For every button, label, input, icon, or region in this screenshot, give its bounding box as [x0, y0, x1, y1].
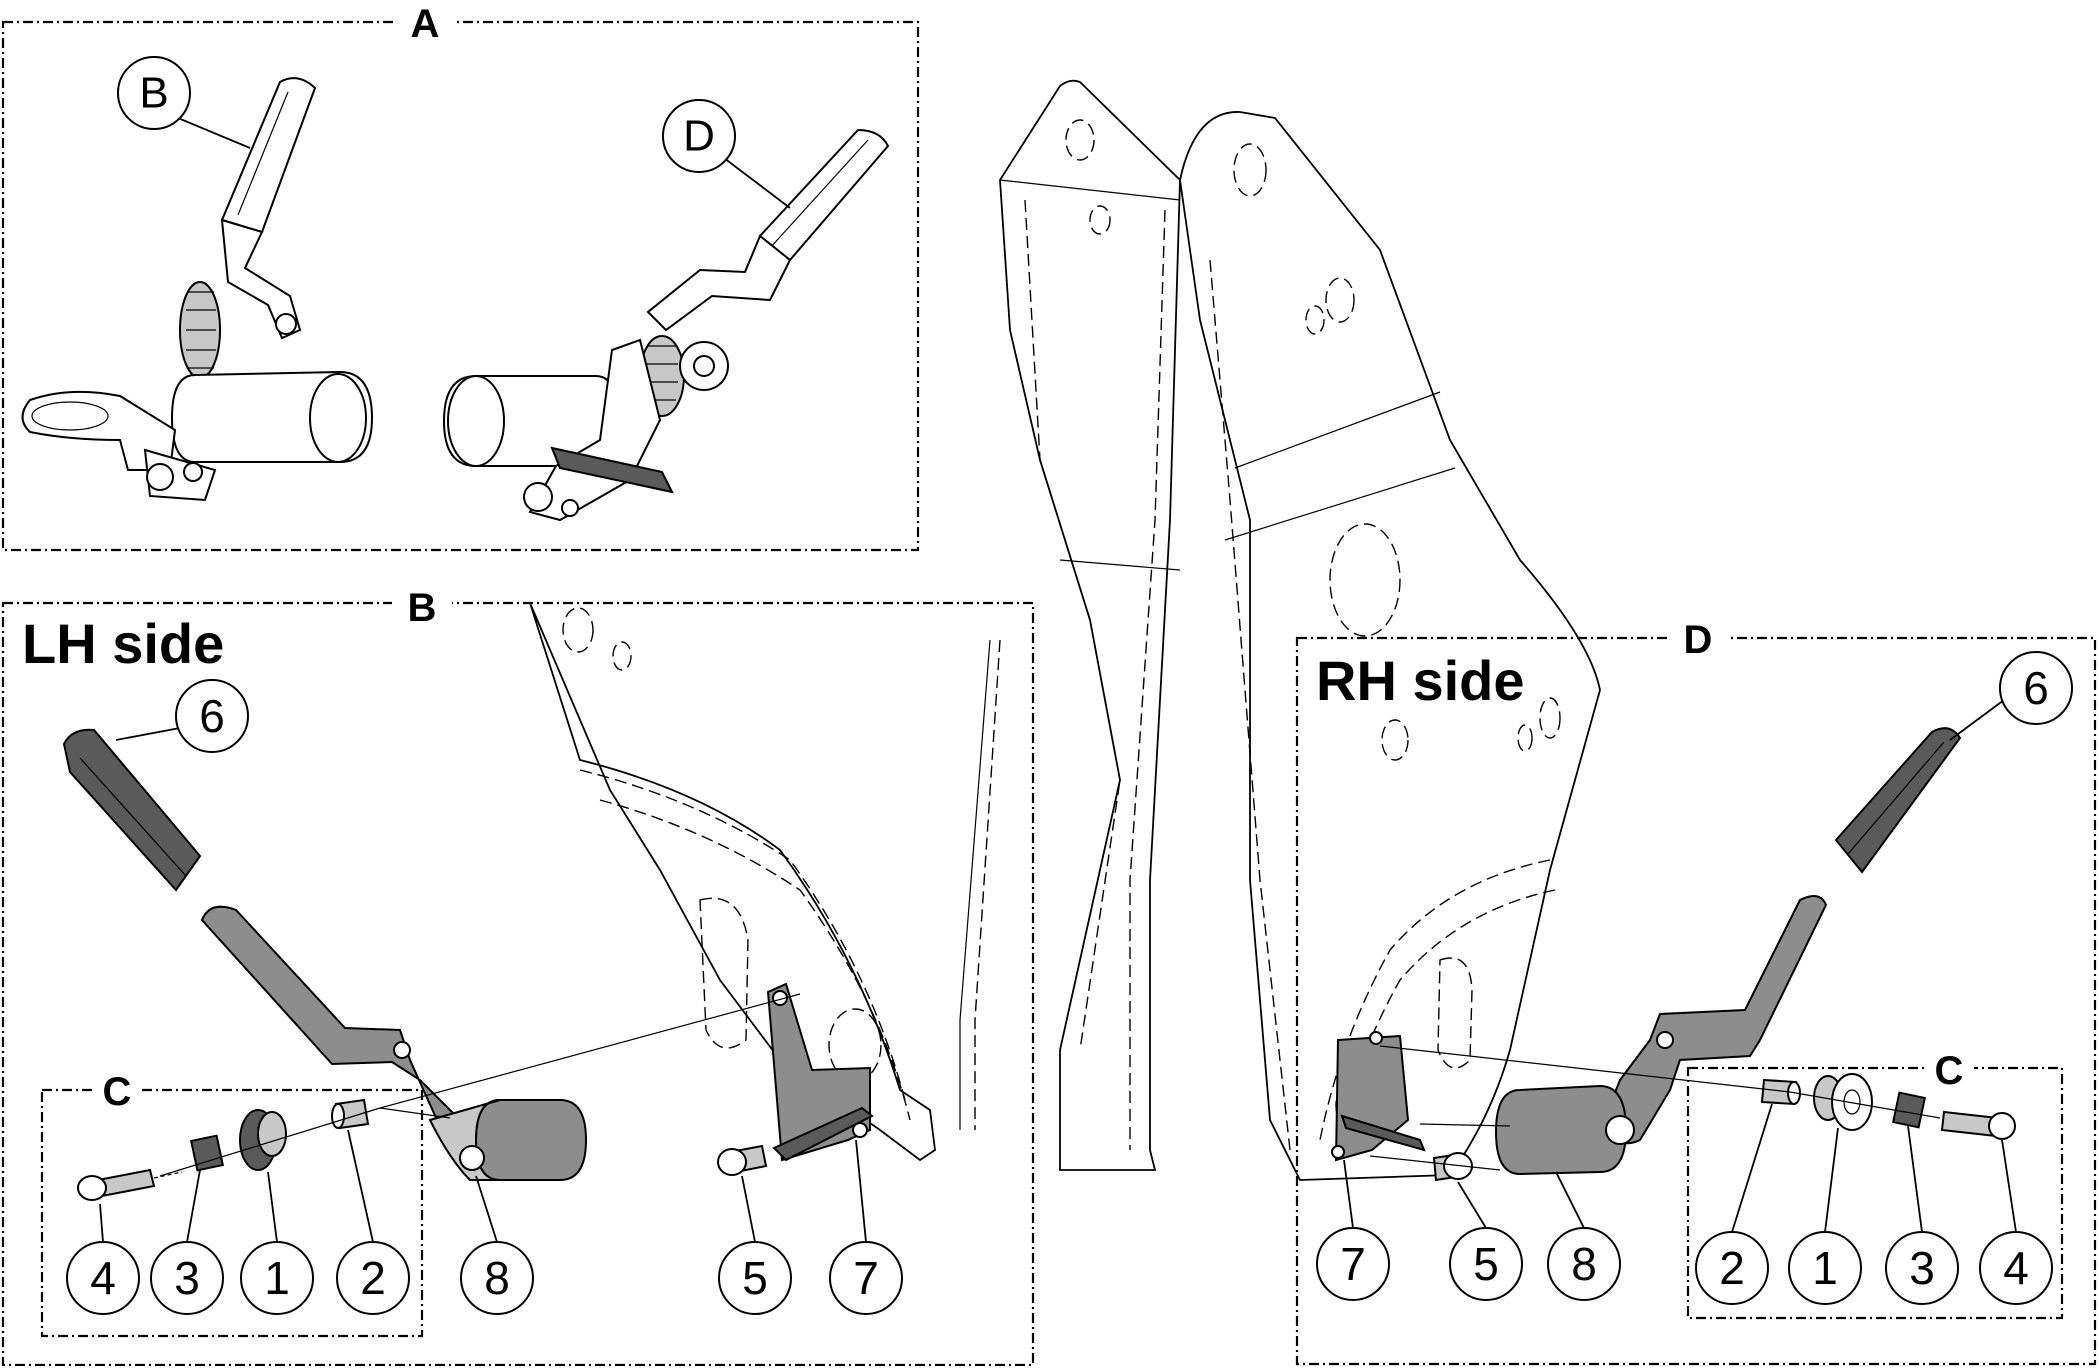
- lh-part-1-gear: [239, 1109, 287, 1171]
- overview-right-grip: [758, 128, 890, 262]
- overview-assembly-right: [442, 128, 890, 522]
- frame-d-title: D: [1684, 618, 1713, 662]
- frame-a-border: [1, 20, 920, 552]
- lh-callout-3-label: 3: [174, 1252, 200, 1304]
- overview-right-lever: [646, 234, 792, 332]
- rh-callout-7: 7: [1316, 1159, 1390, 1301]
- rh-part-8-cylinder: [1494, 1084, 1635, 1176]
- frame-c-right-title: C: [1935, 1049, 1964, 1093]
- rh-part-4-bolt: [1940, 1110, 2016, 1140]
- frame-b-title: B: [408, 586, 437, 630]
- overview-left-grip: [220, 77, 317, 234]
- rh-callout-1: 1: [1788, 1127, 1862, 1305]
- callout-b-overview: B: [117, 56, 251, 149]
- lh-callout-8-label: 8: [484, 1252, 510, 1304]
- rh-callout-8-label: 8: [1571, 1238, 1597, 1290]
- lh-callout-7: 7: [829, 1139, 903, 1315]
- lh-frame-plate: [529, 602, 1001, 1162]
- rh-callout-5: 5: [1449, 1181, 1523, 1301]
- callout-b-overview-label: B: [139, 69, 168, 118]
- lh-callout-6-label: 6: [199, 690, 225, 742]
- lh-callout-5-label: 5: [742, 1252, 768, 1304]
- rh-callout-2: 2: [1695, 1103, 1773, 1305]
- rh-side-label: RH side: [1316, 649, 1525, 712]
- rh-callout-8: 8: [1547, 1171, 1621, 1301]
- rh-callout-4: 4: [1979, 1139, 2053, 1305]
- rh-part-3-spring: [1891, 1091, 1927, 1129]
- rh-callout-6-label: 6: [2023, 662, 2049, 714]
- frame-d-border: [1295, 636, 2097, 1366]
- lh-part-4-bolt: [77, 1168, 183, 1201]
- lh-callout-3: 3: [150, 1169, 224, 1315]
- rh-plate-slot: [1437, 957, 1473, 1069]
- lh-callout-4: 4: [66, 1203, 140, 1315]
- lh-part-5-bolt: [717, 1144, 768, 1176]
- lh-part-3-spring: [189, 1134, 225, 1172]
- lh-callout-2-label: 2: [360, 1252, 386, 1304]
- frame-c-right-border: [1686, 1066, 2064, 1320]
- lh-callout-5: 5: [718, 1175, 792, 1315]
- rh-part-7-bracket: [1331, 1031, 1426, 1162]
- rh-callout-2-label: 2: [1719, 1242, 1745, 1294]
- rh-callout-5-label: 5: [1473, 1238, 1499, 1290]
- rh-part-lever: [1598, 895, 1828, 1145]
- frame-right-plate: [1179, 111, 1601, 1181]
- frame-b-lh-side: B LH side: [1, 586, 1035, 1367]
- lh-callout-7-label: 7: [853, 1252, 879, 1304]
- rh-part-1-gear: [1813, 1073, 1873, 1131]
- rh-callout-3: 3: [1885, 1125, 1959, 1305]
- central-frame-structure: [999, 79, 1601, 1181]
- rh-callout-7-label: 7: [1340, 1238, 1366, 1290]
- frame-d-rh-side: D RH side: [1295, 618, 2097, 1366]
- rh-part-6-grip: [1834, 727, 1962, 874]
- rh-part-2-bushing: [1760, 1078, 1801, 1106]
- overview-assembly-left: [21, 77, 374, 502]
- rh-callout-6: 6: [1949, 651, 2073, 741]
- rh-callout-4-label: 4: [2003, 1242, 2029, 1294]
- lh-side-label: LH side: [22, 612, 224, 675]
- callout-d-overview: D: [662, 99, 791, 209]
- lh-callout-2: 2: [336, 1129, 410, 1315]
- frame-c-left-border: [40, 1088, 424, 1338]
- lh-callout-4-label: 4: [90, 1252, 116, 1304]
- frame-a-title: A: [411, 2, 440, 46]
- rh-assembly-axis: [1379, 1045, 1941, 1119]
- lh-part-7-bracket: [766, 982, 874, 1162]
- lh-plate-slot: [699, 897, 749, 1049]
- frame-c-left-title: C: [103, 1070, 132, 1114]
- lh-callout-6: 6: [115, 679, 249, 753]
- overview-right-bracket-clip: [550, 446, 674, 494]
- rh-callout-1-label: 1: [1812, 1242, 1838, 1294]
- lh-callout-1-label: 1: [264, 1252, 290, 1304]
- overview-left-lever: [220, 218, 302, 340]
- lh-callout-8: 8: [460, 1175, 534, 1315]
- frame-c-right: C: [1686, 1049, 2064, 1320]
- lh-part-8-cylinder: [428, 1099, 588, 1181]
- rh-callout-3-label: 3: [1909, 1242, 1935, 1294]
- lh-part-2-bushing: [331, 1098, 370, 1130]
- lh-callout-1: 1: [240, 1171, 314, 1315]
- frame-c-left: C: [40, 1070, 424, 1338]
- frame-b-border: [1, 601, 1035, 1367]
- lh-part-6-grip: [62, 728, 202, 892]
- frame-a: A: [1, 2, 920, 552]
- callout-d-overview-label: D: [683, 112, 715, 161]
- overview-left-hook: [21, 390, 177, 471]
